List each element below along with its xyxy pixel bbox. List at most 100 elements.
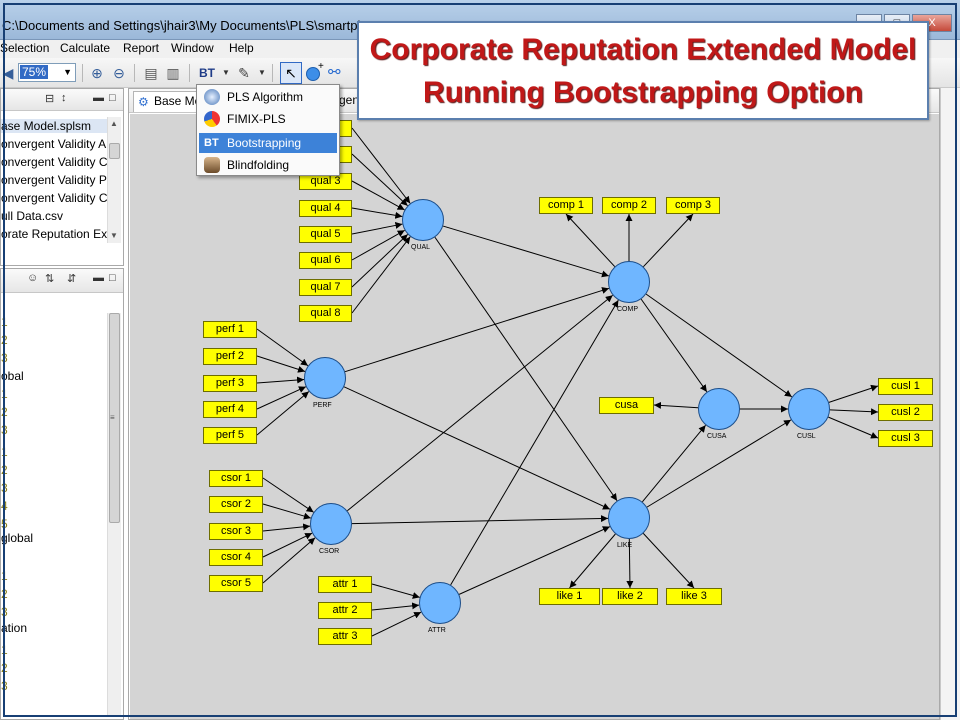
tab-other[interactable]: gen <box>339 93 360 107</box>
outline-item[interactable]: 1 <box>1 387 8 401</box>
path-arrow[interactable] <box>346 294 614 512</box>
menu-help[interactable]: Help <box>229 41 254 55</box>
scroll-up-icon[interactable]: ▲ <box>110 119 118 128</box>
indicator-like[interactable]: like 1 <box>539 588 600 605</box>
tree-item[interactable]: ase Model.splsm <box>1 119 107 133</box>
indicator-qual[interactable]: qual 4 <box>299 200 352 217</box>
indicator-csor[interactable]: csor 2 <box>209 496 263 513</box>
path-arrow[interactable] <box>645 293 793 398</box>
outline-item[interactable]: global <box>1 531 34 545</box>
indicator-cusl[interactable]: cusl 3 <box>878 430 933 447</box>
loading-arrow[interactable] <box>569 533 616 589</box>
indicator-perf[interactable]: perf 4 <box>203 401 257 418</box>
indicator-cusl[interactable]: cusl 1 <box>878 378 933 395</box>
scroll-down-icon[interactable]: ▼ <box>110 231 118 240</box>
indicator-csor[interactable]: csor 3 <box>209 523 263 540</box>
loading-arrow[interactable] <box>262 477 314 513</box>
outline-item[interactable]: 3 <box>1 679 8 693</box>
loading-arrow[interactable] <box>829 408 879 416</box>
indicator-qual[interactable]: qual 6 <box>299 252 352 269</box>
zoom-in-icon[interactable]: ⊕ <box>91 65 103 81</box>
loading-arrow[interactable] <box>828 384 879 403</box>
loading-arrow[interactable] <box>256 328 309 367</box>
indicator-comp[interactable]: comp 1 <box>539 197 593 214</box>
indicator-attr[interactable]: attr 1 <box>318 576 372 593</box>
menu-item-pls-algorithm[interactable]: PLS Algorithm <box>199 87 337 107</box>
tree-item[interactable]: onvergent Validity C <box>1 155 107 169</box>
latent-variable-attr[interactable] <box>419 582 461 624</box>
add-latent-variable-icon[interactable] <box>306 67 320 81</box>
loading-arrow[interactable] <box>565 213 616 267</box>
maximize-view-icon[interactable]: □ <box>109 272 116 284</box>
latent-variable-csor[interactable] <box>310 503 352 545</box>
tree-item[interactable]: onvergent Validity P <box>1 173 107 187</box>
outline-item[interactable]: 2 <box>1 405 8 419</box>
report-icon[interactable]: ✎ <box>238 65 250 81</box>
menu-report[interactable]: Report <box>123 41 160 55</box>
latent-variable-cusl[interactable] <box>788 388 830 430</box>
indicator-qual[interactable]: qual 5 <box>299 226 352 243</box>
loading-arrow[interactable] <box>351 234 409 288</box>
indicator-comp[interactable]: comp 2 <box>602 197 656 214</box>
projects-scrollbar[interactable]: ▲ ▼ <box>107 117 121 243</box>
path-arrow[interactable] <box>344 287 610 373</box>
chevron-down-icon[interactable]: ▼ <box>63 67 72 77</box>
collapse-all-icon[interactable]: ⊟ <box>45 93 55 105</box>
bootstrapping-run-button[interactable]: BT <box>199 66 215 80</box>
indicator-like[interactable]: like 2 <box>602 588 658 605</box>
outline-scrollbar[interactable]: ≡ <box>107 313 121 717</box>
tab-base-model[interactable]: ⚙ Base Mo <box>133 91 207 112</box>
loading-arrow[interactable] <box>371 583 420 599</box>
sort-az-icon[interactable]: ⇅ <box>45 273 55 285</box>
toolbar-edge-icon[interactable]: ◀ <box>2 65 14 81</box>
maximize-view-icon[interactable]: □ <box>109 92 116 104</box>
outline-item[interactable]: 1 <box>1 315 8 329</box>
chevron-down-icon[interactable]: ▼ <box>222 68 230 77</box>
outline-item[interactable]: 1 <box>1 569 8 583</box>
indicator-csor[interactable]: csor 5 <box>209 575 263 592</box>
tree-item[interactable]: orate Reputation Ext <box>1 227 107 241</box>
latent-variable-cusa[interactable] <box>698 388 740 430</box>
loading-arrow[interactable] <box>351 207 403 219</box>
indicator-qual[interactable]: qual 7 <box>299 279 352 296</box>
menu-selection[interactable]: Selection <box>0 41 50 55</box>
zoom-combo[interactable]: 75% ▼ <box>18 63 76 82</box>
path-arrow[interactable] <box>640 298 708 393</box>
scrollbar-thumb[interactable] <box>109 143 120 159</box>
menu-item-fimix-pls[interactable]: FIMIX-PLS <box>199 109 337 129</box>
path-arrow[interactable] <box>646 419 792 508</box>
loading-arrow[interactable] <box>828 416 879 439</box>
align-icon[interactable]: ▤ <box>144 65 158 81</box>
minimize-view-icon[interactable]: ▬ <box>93 92 104 104</box>
menu-calculate[interactable]: Calculate <box>60 41 111 55</box>
outline-item[interactable]: 1 <box>1 643 8 657</box>
loading-arrow[interactable] <box>256 376 305 384</box>
outline-item[interactable]: 3 <box>1 481 8 495</box>
tree-item[interactable]: onvergent Validity C <box>1 191 107 205</box>
loading-arrow[interactable] <box>653 401 699 409</box>
path-arrow[interactable] <box>351 515 609 525</box>
menu-item-bootstrapping[interactable]: BT Bootstrapping <box>199 133 337 153</box>
loading-arrow[interactable] <box>262 523 311 532</box>
indicator-perf[interactable]: perf 3 <box>203 375 257 392</box>
outline-item[interactable]: 1 <box>1 445 8 459</box>
outline-item[interactable]: 3 <box>1 351 8 365</box>
indicator-qual[interactable]: qual 8 <box>299 305 352 322</box>
indicator-perf[interactable]: perf 1 <box>203 321 257 338</box>
tree-item[interactable]: ull Data.csv <box>1 209 64 223</box>
loading-arrow[interactable] <box>351 127 411 204</box>
loading-arrow[interactable] <box>351 180 405 211</box>
loading-arrow[interactable] <box>262 503 311 520</box>
indicator-csor[interactable]: csor 1 <box>209 470 263 487</box>
select-pointer-button[interactable]: ↖ <box>280 62 302 84</box>
indicator-comp[interactable]: comp 3 <box>666 197 720 214</box>
outline-item[interactable]: 2 <box>1 587 8 601</box>
latent-variable-qual[interactable] <box>402 199 444 241</box>
loading-arrow[interactable] <box>262 532 313 558</box>
outline-item[interactable]: obal <box>1 369 24 383</box>
distribute-icon[interactable]: ▥ <box>166 65 180 81</box>
latent-variable-perf[interactable] <box>304 357 346 399</box>
loading-arrow[interactable] <box>351 221 403 235</box>
sort-icon[interactable]: ↕ <box>61 92 67 104</box>
loading-arrow[interactable] <box>626 538 634 589</box>
